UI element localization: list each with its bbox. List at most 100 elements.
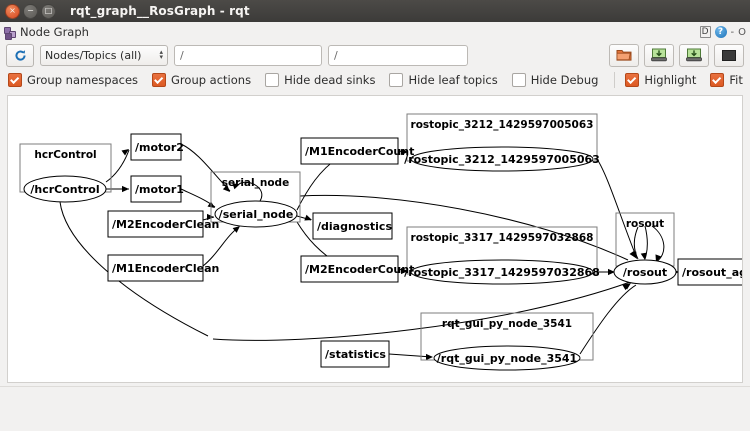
group-label: hcrControl	[34, 149, 96, 161]
graph-options-bar: Group namespaces Group actions Hide dead…	[0, 68, 750, 92]
dock-float-button[interactable]: D	[699, 26, 711, 38]
node-ellipse[interactable]	[23, 175, 107, 203]
topic-box[interactable]	[300, 137, 399, 165]
topic-filter-input[interactable]: /	[174, 44, 322, 66]
node-ellipse[interactable]	[410, 259, 594, 285]
checkbox-highlight-box[interactable]	[625, 73, 640, 87]
topic-box[interactable]	[107, 254, 204, 282]
node-filter-input[interactable]: /	[328, 44, 468, 66]
checkbox-hide-debug-box[interactable]	[511, 73, 526, 87]
checkbox-group-actions-box[interactable]	[152, 73, 167, 87]
checkbox-hide-dead-sinks[interactable]: Hide dead sinks	[265, 73, 375, 87]
graph-edge	[212, 281, 631, 341]
checkbox-fit[interactable]: Fit	[710, 73, 743, 87]
topic-node[interactable]: /motor1	[130, 175, 184, 203]
refresh-button[interactable]	[6, 43, 34, 67]
graph-edge	[299, 194, 629, 261]
node-ellipse[interactable]	[410, 146, 594, 172]
topic-box[interactable]	[130, 175, 182, 203]
help-icon[interactable]: ?	[714, 26, 727, 38]
topic-box[interactable]	[300, 255, 399, 283]
topic-label: /statistics	[325, 348, 386, 361]
minimize-icon: −	[27, 6, 34, 15]
checkbox-group-actions[interactable]: Group actions	[152, 73, 251, 87]
topic-node[interactable]: /M1EncoderCount	[300, 137, 414, 165]
checkbox-group-namespaces-box[interactable]	[8, 73, 22, 87]
checkbox-fit-box[interactable]	[710, 73, 725, 87]
refresh-icon	[14, 49, 26, 61]
node-label: /rostopic_3317_1429597032868	[404, 266, 600, 279]
topic-label: /M1EncoderCount	[305, 145, 414, 158]
graph-arrowhead	[232, 183, 240, 190]
topic-box[interactable]	[107, 210, 204, 238]
checkbox-group-namespaces-label: Group namespaces	[27, 73, 139, 87]
dock-minimize-button[interactable]: -	[730, 26, 735, 38]
checkbox-hide-debug[interactable]: Hide Debug	[511, 73, 598, 87]
load-dot-button[interactable]	[609, 43, 639, 67]
graph-arrowhead	[622, 284, 630, 291]
topic-node[interactable]: /rosout_agg	[677, 258, 742, 286]
ros-node[interactable]: /rostopic_3317_1429597032868	[404, 259, 600, 285]
save-dot-button[interactable]	[644, 43, 674, 67]
graph-edge	[180, 143, 231, 192]
topic-label: /diagnostics	[317, 220, 392, 233]
maximize-icon: □	[44, 6, 53, 15]
topic-box[interactable]	[312, 212, 393, 240]
ros-node[interactable]: /rqt_gui_py_node_3541	[433, 345, 581, 371]
node-ellipse[interactable]	[613, 259, 677, 285]
checkbox-group-namespaces[interactable]: Group namespaces	[8, 73, 138, 87]
checkbox-hide-dead-sinks-box[interactable]	[265, 73, 280, 87]
topic-label: /M2EncoderCount	[305, 263, 414, 276]
chevron-down-icon: ▾	[159, 53, 163, 61]
window-close-button[interactable]: ×	[5, 3, 20, 19]
window-minimize-button[interactable]: −	[23, 3, 38, 19]
graph-topics: /motor2/motor1/M2EncoderClean/M1EncoderC…	[107, 133, 742, 368]
topic-node[interactable]: /statistics	[320, 340, 390, 368]
dock-controls: D ? - O	[699, 26, 746, 38]
dock-title: Node Graph	[20, 25, 89, 39]
ros-node[interactable]: /rostopic_3212_1429597005063	[404, 146, 600, 172]
screen-icon	[722, 49, 736, 61]
checkbox-hide-leaf-topics-box[interactable]	[389, 73, 404, 87]
window-maximize-button[interactable]: □	[41, 3, 56, 19]
save-image-icon	[686, 48, 702, 62]
graph-arrowhead	[608, 268, 615, 276]
topic-box[interactable]	[677, 258, 742, 286]
node-ellipse[interactable]	[433, 345, 581, 371]
ros-node[interactable]: /rosout	[613, 259, 677, 285]
graph-arrowhead	[232, 226, 240, 233]
fullscreen-button[interactable]	[714, 43, 744, 67]
node-ellipse[interactable]	[214, 200, 298, 228]
graph-scope-combo[interactable]: Nodes/Topics (all) ▴ ▾	[40, 44, 168, 66]
node-label: /hcrControl	[30, 183, 99, 196]
group-label: rosout	[626, 218, 664, 230]
topic-node[interactable]: /M2EncoderClean	[107, 210, 219, 238]
node-label: /serial_node	[219, 208, 294, 221]
topic-node[interactable]: /diagnostics	[312, 212, 393, 240]
topic-node[interactable]: /M2EncoderCount	[300, 255, 414, 283]
save-image-button[interactable]	[679, 43, 709, 67]
graph-edge	[596, 158, 637, 257]
graph-arrowhead	[401, 148, 408, 156]
graph-edge	[633, 226, 639, 260]
checkbox-hide-leaf-topics[interactable]: Hide leaf topics	[389, 73, 498, 87]
topic-filter-value: /	[180, 48, 184, 62]
node-label: /rqt_gui_py_node_3541	[437, 352, 577, 365]
topic-node[interactable]: /M1EncoderClean	[107, 254, 219, 282]
ros-node-graph[interactable]: hcrControlserial_noderostopic_3212_14295…	[8, 96, 742, 382]
topic-node[interactable]: /motor2	[130, 133, 184, 161]
graph-arrowhead	[122, 185, 129, 193]
close-icon: ×	[9, 6, 16, 15]
graph-arrowhead	[655, 254, 662, 262]
graph-nodes: /hcrControl/serial_node/rostopic_3212_14…	[23, 146, 677, 371]
ros-node[interactable]: /serial_node	[214, 200, 298, 228]
checkbox-highlight[interactable]: Highlight	[625, 73, 696, 87]
checkbox-hide-leaf-topics-label: Hide leaf topics	[408, 73, 498, 87]
topic-box[interactable]	[320, 340, 390, 368]
topic-box[interactable]	[130, 133, 182, 161]
dock-close-button[interactable]: O	[738, 26, 746, 38]
graph-edge	[651, 225, 665, 263]
ros-node[interactable]: /hcrControl	[23, 175, 107, 203]
